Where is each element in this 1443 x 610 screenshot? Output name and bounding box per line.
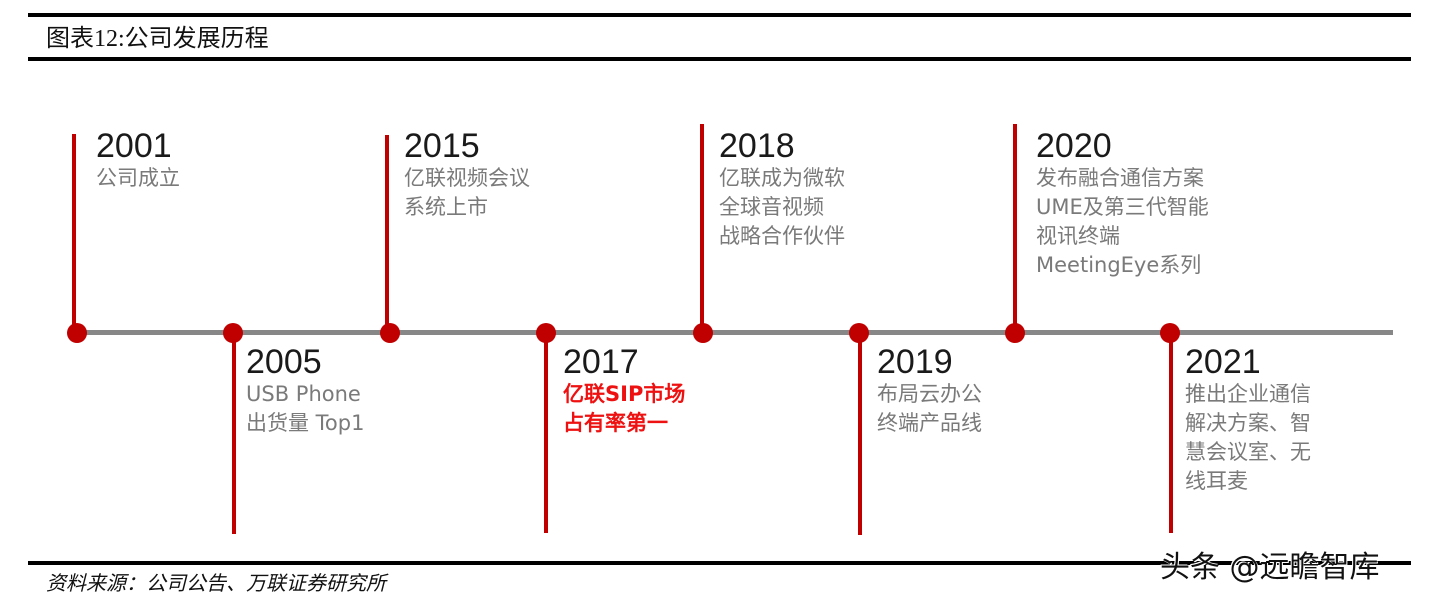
source-note: 资料来源：公司公告、万联证券研究所 [46, 573, 386, 595]
event-desc-line: 发布融合通信方案 [1036, 166, 1204, 190]
milestone-dot-2001 [67, 323, 87, 343]
timeline-axis [75, 330, 1393, 335]
event-2017: 2017 亿联SIP市场 占有率第一 [563, 344, 685, 438]
stem-2019 [858, 333, 862, 535]
bottom-border-rule [28, 561, 1411, 565]
milestone-dot-2018 [693, 323, 713, 343]
event-2020: 2020 发布融合通信方案 UME及第三代智能 视讯终端 MeetingEye系… [1036, 128, 1209, 280]
event-desc-line: 战略合作伙伴 [719, 224, 845, 248]
event-desc-line: MeetingEye系列 [1036, 253, 1202, 277]
event-desc-line: 解决方案、智 [1185, 411, 1311, 435]
event-2001: 2001 公司成立 [96, 128, 180, 193]
event-2015: 2015 亿联视频会议 系统上市 [404, 128, 530, 222]
event-desc-line: 布局云办公 [877, 382, 982, 406]
stem-2018 [700, 124, 704, 333]
event-year: 2021 [1185, 343, 1261, 381]
event-2005: 2005 USB Phone 出货量 Top1 [246, 344, 364, 438]
stem-2015 [385, 135, 389, 333]
event-desc-line: UME及第三代智能 [1036, 195, 1209, 219]
event-year: 2015 [404, 127, 480, 165]
stem-2005 [232, 333, 236, 534]
event-desc-line: 出货量 Top1 [246, 411, 365, 435]
event-desc-line: 亿联成为微软 [719, 166, 845, 190]
event-desc-line: 亿联视频会议 [404, 166, 530, 190]
event-desc-line: 线耳麦 [1185, 469, 1248, 493]
event-desc-line-highlight: 占有率第一 [563, 411, 668, 435]
stem-2017 [544, 333, 548, 533]
event-desc-line: 系统上市 [404, 195, 488, 219]
stem-2020 [1013, 124, 1017, 333]
event-desc-line-highlight: 亿联SIP市场 [563, 382, 686, 406]
stem-2021 [1169, 333, 1173, 533]
event-year: 2019 [877, 343, 953, 381]
event-desc-line: USB Phone [246, 382, 361, 406]
event-year: 2018 [719, 127, 795, 165]
event-desc-line: 终端产品线 [877, 411, 982, 435]
event-2021: 2021 推出企业通信 解决方案、智 慧会议室、无 线耳麦 [1185, 344, 1311, 496]
title-underline-rule [28, 57, 1411, 61]
milestone-dot-2020 [1005, 323, 1025, 343]
milestone-dot-2015 [380, 323, 400, 343]
event-desc-line: 公司成立 [96, 166, 180, 190]
stem-2001 [72, 134, 76, 333]
top-border-rule [28, 13, 1411, 17]
figure-title: 图表12:公司发展历程 [46, 26, 269, 52]
event-2019: 2019 布局云办公 终端产品线 [877, 344, 982, 438]
event-year: 2020 [1036, 127, 1112, 165]
event-year: 2005 [246, 343, 322, 381]
event-year: 2001 [96, 127, 172, 165]
event-desc-line: 推出企业通信 [1185, 382, 1311, 406]
event-year: 2017 [563, 343, 639, 381]
event-desc-line: 慧会议室、无 [1185, 440, 1311, 464]
event-desc-line: 全球音视频 [719, 195, 824, 219]
event-desc-line: 视讯终端 [1036, 224, 1120, 248]
watermark: 头条 @远瞻智库 [1160, 550, 1380, 585]
event-2018: 2018 亿联成为微软 全球音视频 战略合作伙伴 [719, 128, 845, 251]
